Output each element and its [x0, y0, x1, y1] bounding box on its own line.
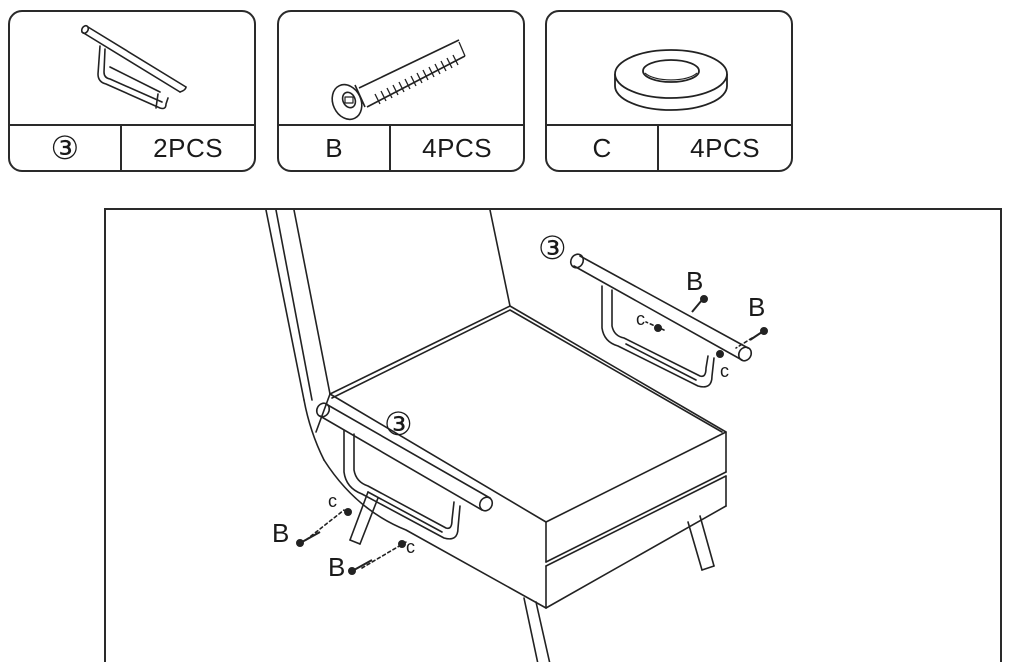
label-washer: c	[406, 537, 415, 557]
part-quantity: 4PCS	[422, 132, 493, 163]
bolt-icon	[279, 12, 523, 128]
label-washer: c	[328, 491, 337, 511]
washer-icon	[547, 12, 791, 128]
part-quantity: 2PCS	[153, 132, 224, 163]
label-armrest-left: ③	[384, 406, 413, 442]
label-bolt: B	[686, 266, 704, 296]
label-armrest-right: ③	[538, 230, 567, 266]
part-id: ③	[10, 126, 123, 170]
armrest-icon	[10, 12, 254, 128]
label-bolt: B	[328, 552, 346, 582]
label-bolt: B	[272, 518, 290, 548]
part-row: B 4PCS	[279, 124, 523, 170]
label-washer: c	[720, 361, 729, 381]
part-card-washer: C 4PCS	[545, 10, 793, 172]
part-card-bolt: B 4PCS	[277, 10, 525, 172]
part-id: B	[279, 126, 392, 170]
assembly-diagram: ③ ③ B B B B c c c c	[104, 208, 1002, 662]
part-row: C 4PCS	[547, 124, 791, 170]
part-quantity: 4PCS	[690, 132, 761, 163]
part-row: ③ 2PCS	[10, 124, 254, 170]
part-card-armrest: ③ 2PCS	[8, 10, 256, 172]
label-washer: c	[636, 309, 645, 329]
label-bolt: B	[748, 292, 766, 322]
part-id: C	[547, 126, 660, 170]
chair-assembly-drawing	[265, 210, 768, 662]
